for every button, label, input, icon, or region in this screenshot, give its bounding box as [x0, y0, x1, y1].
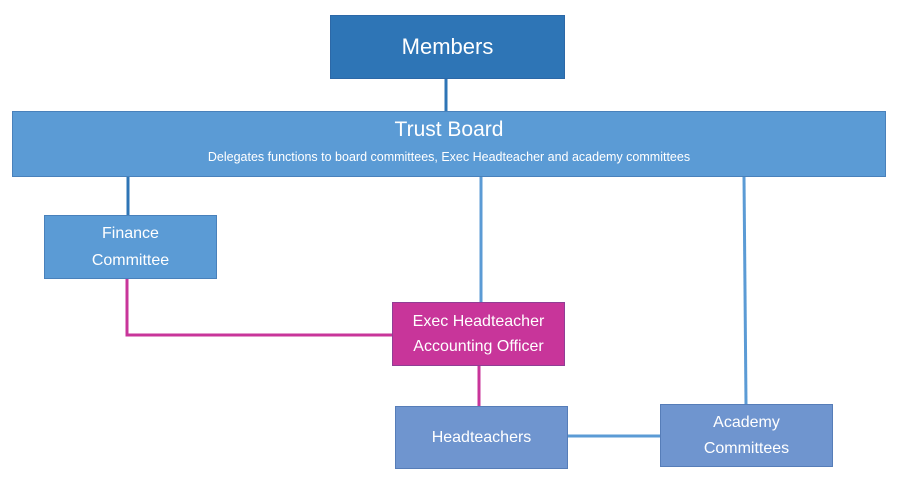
- trust-board-title: Trust Board: [394, 118, 504, 141]
- exec-label-line1: Exec Headteacher: [412, 313, 545, 330]
- finance-committee-box: Finance Committee: [44, 215, 217, 279]
- headteachers-box: Headteachers: [395, 406, 568, 469]
- finance-exec-connector: [125, 279, 392, 337]
- finance-label-line2: Committee: [91, 252, 170, 269]
- exec-headteacher-box: Exec Headteacher Accounting Officer: [392, 302, 565, 366]
- members-label: Members: [401, 34, 494, 59]
- headteachers-label: Headteachers: [431, 428, 532, 446]
- board-academy-connector: [742, 176, 748, 405]
- trust-board-box: Trust Board Delegates functions to board…: [12, 111, 886, 177]
- academy-label-line1: Academy: [713, 413, 780, 431]
- trust-board-subtitle: Delegates functions to board committees,…: [207, 150, 691, 164]
- exec-label-line2: Accounting Officer: [413, 338, 544, 355]
- academy-label-line2: Committees: [703, 439, 790, 457]
- academy-committees-box: Academy Committees: [660, 404, 833, 467]
- members-box: Members: [330, 15, 565, 79]
- finance-label-line1: Finance: [102, 225, 159, 242]
